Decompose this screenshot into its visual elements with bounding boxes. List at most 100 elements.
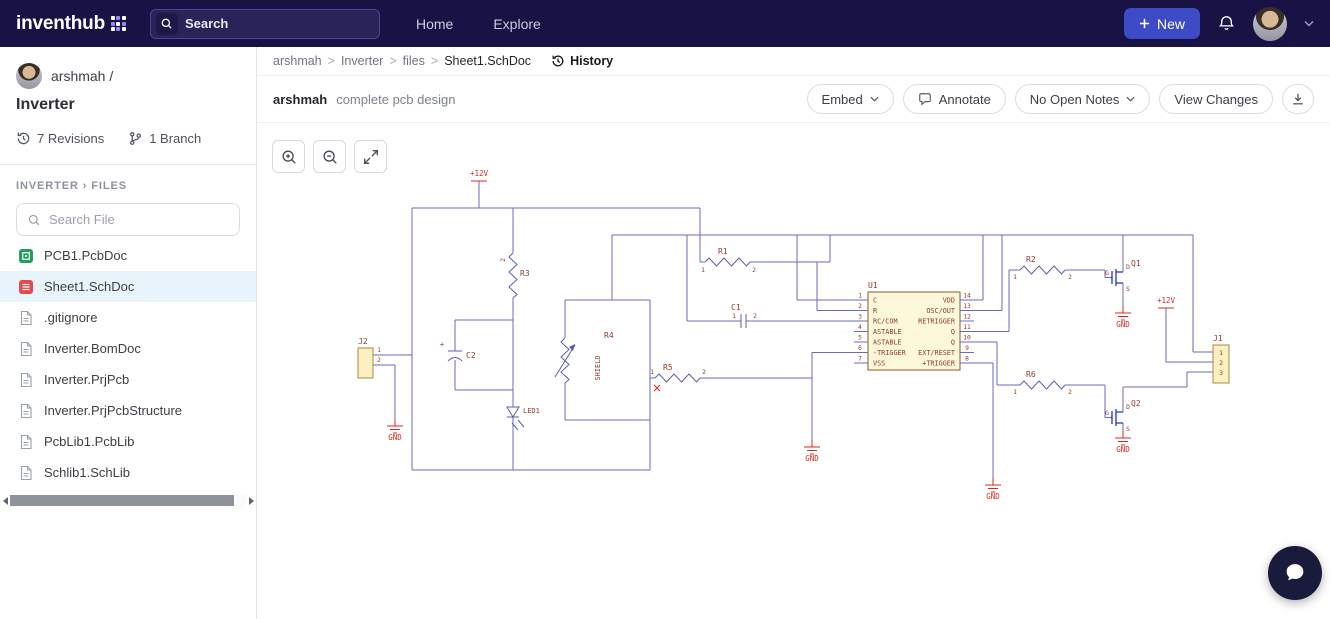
commit-author[interactable]: arshmah — [273, 91, 328, 107]
svg-text:13: 13 — [963, 303, 971, 310]
open-notes-dropdown[interactable]: No Open Notes — [1014, 84, 1151, 114]
svg-text:6: 6 — [858, 345, 862, 352]
component-r6: R6 1 2 — [1013, 370, 1072, 396]
svg-text:GND: GND — [805, 454, 819, 463]
schematic-canvas[interactable]: R3 2 R4 SHIELD R1 1 2 R5 1 2 — [257, 125, 1330, 619]
new-button-label: New — [1156, 15, 1185, 32]
svg-text:2: 2 — [752, 267, 756, 274]
history-button[interactable]: History — [551, 54, 613, 68]
fit-view-button[interactable] — [354, 140, 387, 173]
component-r2: R2 1 2 — [1013, 255, 1072, 281]
account-menu-caret-icon[interactable] — [1304, 20, 1314, 27]
scroll-left-arrow[interactable] — [0, 494, 10, 507]
svg-text:RC/COM: RC/COM — [873, 318, 898, 326]
embed-button[interactable]: Embed — [806, 84, 894, 114]
logo[interactable]: inventhub — [16, 13, 126, 35]
nav-explore[interactable]: Explore — [493, 15, 541, 32]
file-item-inverter-prjpcb[interactable]: Inverter.PrjPcb — [0, 364, 256, 395]
new-button[interactable]: New — [1123, 8, 1200, 39]
file-item-sheet1-schdoc[interactable]: Sheet1.SchDoc — [0, 271, 256, 302]
zoom-out-icon — [322, 149, 337, 164]
svg-text:10: 10 — [963, 335, 971, 342]
project-owner-avatar[interactable] — [16, 63, 42, 89]
svg-text:1: 1 — [377, 347, 381, 354]
svg-text:ASTABLE: ASTABLE — [873, 328, 902, 336]
branch-icon — [130, 132, 142, 145]
commit-bar: arshmah complete pcb design Embed Annota… — [257, 76, 1330, 123]
svg-text:2: 2 — [377, 357, 381, 364]
logo-dots-icon — [110, 16, 126, 31]
scroll-right-arrow[interactable] — [246, 494, 256, 507]
component-q1: Q1 G D S — [1105, 259, 1141, 293]
revisions-link[interactable]: 7 Revisions — [16, 131, 104, 146]
breadcrumb-user[interactable]: arshmah — [273, 54, 322, 68]
svg-text:GND: GND — [1116, 445, 1130, 454]
view-changes-label: View Changes — [1174, 91, 1258, 107]
scrollbar-track[interactable] — [10, 494, 246, 507]
svg-text:2: 2 — [1219, 360, 1223, 367]
svg-text:OSC/OUT: OSC/OUT — [926, 307, 955, 315]
file-search-input[interactable] — [49, 212, 229, 227]
view-changes-button[interactable]: View Changes — [1159, 84, 1273, 114]
breadcrumb-folder[interactable]: files — [402, 54, 425, 68]
svg-text:S: S — [1126, 286, 1130, 293]
file-item-inverter-bomdoc[interactable]: Inverter.BomDoc — [0, 333, 256, 364]
zoom-out-button[interactable] — [313, 140, 346, 173]
user-avatar[interactable] — [1253, 6, 1287, 41]
document-icon — [20, 310, 32, 325]
svg-text:+TRIGGER: +TRIGGER — [922, 360, 956, 368]
file-search[interactable] — [16, 203, 240, 236]
svg-text:R5: R5 — [663, 363, 673, 372]
svg-text:ASTABLE: ASTABLE — [873, 339, 902, 347]
notifications-bell-icon[interactable] — [1217, 14, 1236, 33]
primary-nav: Home Explore — [416, 16, 541, 32]
document-icon — [20, 372, 32, 387]
file-name: Schlib1.SchLib — [44, 465, 130, 480]
chat-bubble-icon — [1286, 564, 1304, 581]
svg-text:R: R — [873, 307, 878, 315]
svg-text:1: 1 — [650, 369, 654, 376]
schematic-viewer[interactable]: R3 2 R4 SHIELD R1 1 2 R5 1 2 — [257, 125, 1330, 619]
svg-text:+12V: +12V — [470, 169, 489, 178]
svg-text:R4: R4 — [604, 331, 614, 340]
svg-text:S: S — [1126, 426, 1130, 433]
svg-text:+: + — [440, 340, 445, 349]
chat-widget-button[interactable] — [1268, 546, 1322, 600]
nav-home[interactable]: Home — [415, 15, 454, 32]
component-j2: J2 1 2 — [357, 337, 381, 379]
component-led1: LED1 — [506, 406, 540, 431]
file-name: Inverter.PrjPcbStructure — [44, 403, 182, 418]
project-owner-name[interactable]: arshmah / — [51, 68, 114, 84]
global-search[interactable] — [149, 8, 380, 39]
breadcrumb-file: Sheet1.SchDoc — [444, 54, 532, 68]
power-port-12v-top: +12V — [470, 169, 489, 182]
annotate-label: Annotate — [938, 91, 991, 107]
file-item-pcblib1-pcblib[interactable]: PcbLib1.PcbLib — [0, 426, 256, 457]
svg-text:Q1: Q1 — [1131, 259, 1141, 268]
file-item-schlib1-schlib[interactable]: Schlib1.SchLib — [0, 457, 256, 488]
global-search-input[interactable] — [184, 16, 374, 31]
branch-link[interactable]: 1 Branch — [128, 131, 201, 146]
svg-text:8: 8 — [965, 356, 969, 363]
project-title[interactable]: Inverter — [16, 96, 75, 113]
download-button[interactable] — [1282, 84, 1314, 114]
sidebar: arshmah / Inverter 7 Revisions 1 Branch … — [0, 47, 257, 619]
logo-text: inventhub — [16, 12, 105, 34]
zoom-in-button[interactable] — [272, 140, 305, 173]
file-item-inverter-prjpcbstructure[interactable]: Inverter.PrjPcbStructure — [0, 395, 256, 426]
svg-text:GND: GND — [1116, 320, 1130, 329]
history-clock-icon — [552, 55, 564, 67]
file-name: Sheet1.SchDoc — [44, 279, 135, 294]
svg-text:C: C — [873, 297, 877, 305]
breadcrumb-separator: > — [389, 54, 397, 68]
breadcrumb-project[interactable]: Inverter — [340, 54, 384, 68]
component-r5: R5 1 2 — [650, 363, 706, 392]
expand-icon — [363, 149, 378, 164]
file-item-gitignore[interactable]: .gitignore — [0, 302, 256, 333]
file-item-pcb1-pcbdoc[interactable]: PCB1.PcbDoc — [0, 240, 256, 271]
scrollbar-thumb[interactable] — [10, 495, 235, 506]
annotate-button[interactable]: Annotate — [902, 84, 1006, 114]
svg-text:2: 2 — [500, 258, 507, 262]
viewer-toolbar — [272, 140, 387, 173]
document-icon — [20, 341, 32, 356]
